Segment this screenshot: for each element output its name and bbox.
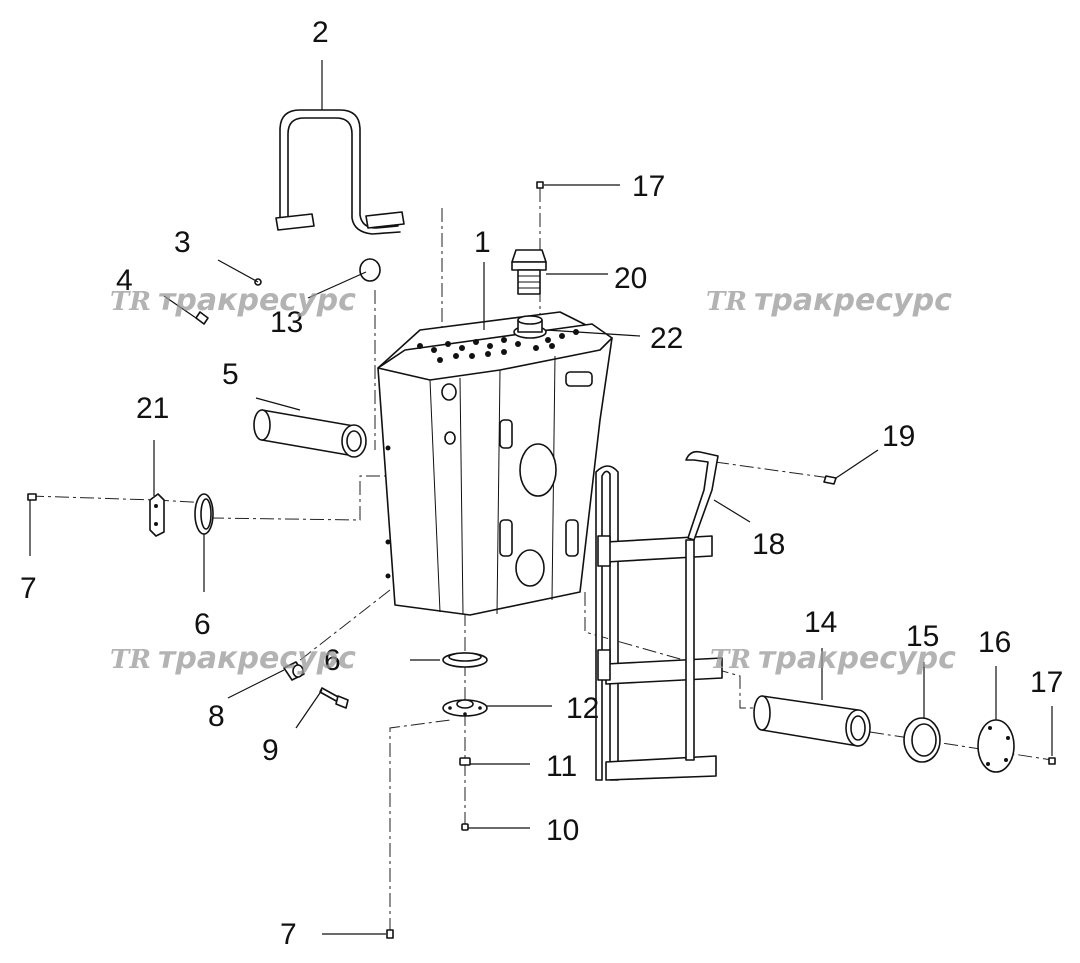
watermark-logo: TR <box>110 645 151 675</box>
watermark-text: тракресурс <box>158 641 356 676</box>
callout-1: 1 <box>474 226 491 259</box>
callout-7-left: 7 <box>20 572 37 605</box>
watermark-logo: TR <box>706 287 747 317</box>
part-8-bushing <box>283 661 305 681</box>
part-18-grab-handle <box>685 450 719 541</box>
part-16-cover-plate <box>977 719 1015 773</box>
callout-21: 21 <box>136 392 169 425</box>
part-19-bolt <box>823 475 837 485</box>
callout-18: 18 <box>752 528 785 561</box>
ladder-steps <box>595 465 723 781</box>
callout-17-top: 17 <box>632 170 665 203</box>
part-13-cap <box>359 258 381 282</box>
callout-20: 20 <box>614 262 647 295</box>
callout-12: 12 <box>566 692 599 725</box>
watermark-logo: TR <box>110 287 151 317</box>
part-21-flange <box>149 493 165 537</box>
callout-2: 2 <box>312 16 329 49</box>
part-5-filter-tube <box>253 409 367 458</box>
part-1-tank-body <box>377 311 613 616</box>
part-17-screw-top <box>536 181 544 189</box>
part-6-ring-left <box>194 493 214 535</box>
callout-10: 10 <box>546 814 579 847</box>
part-7-bolt-left <box>27 493 37 501</box>
callout-19: 19 <box>882 420 915 453</box>
part-2-handrail <box>275 109 405 235</box>
callout-6-left: 6 <box>194 608 211 641</box>
watermark-text: тракресурс <box>158 283 356 318</box>
callout-5: 5 <box>222 358 239 391</box>
callout-3: 3 <box>174 226 191 259</box>
part-11-plug <box>459 757 471 766</box>
callout-9: 9 <box>262 734 279 767</box>
callout-4: 4 <box>116 264 133 297</box>
callout-16: 16 <box>978 626 1011 659</box>
callout-leaders <box>29 60 1053 935</box>
tank-top-holes <box>417 329 579 363</box>
watermark-text: тракресурс <box>758 641 956 676</box>
part-9-bolt <box>319 687 349 709</box>
callout-11: 11 <box>546 750 577 783</box>
callout-17-right: 17 <box>1030 666 1063 699</box>
callout-labels: 1 2 3 4 5 6 6 7 7 8 9 10 11 12 13 14 15 … <box>20 16 1063 951</box>
part-4-bolt <box>195 311 209 325</box>
watermark-text: тракресурс <box>754 283 952 318</box>
callout-22: 22 <box>650 322 683 355</box>
watermark-bottom-right: TR тракресурс <box>710 641 956 676</box>
callout-8: 8 <box>208 700 225 733</box>
watermark-top-right: TR тракресурс <box>706 283 952 318</box>
watermark-top-left: TR тракресурс <box>110 283 356 318</box>
part-17-screw-right <box>1048 757 1056 765</box>
part-12-drain-flange <box>442 699 488 717</box>
callout-15: 15 <box>906 620 939 653</box>
watermark-bottom-left: TR тракресурс <box>110 641 356 676</box>
part-10-nut <box>461 823 469 831</box>
part-22-filler-neck <box>513 315 547 339</box>
part-7-bolt-bottom <box>386 929 394 939</box>
callout-7-bottom: 7 <box>280 918 297 951</box>
part-6-ring-bottom <box>442 652 488 668</box>
part-14-filter-tube <box>753 695 871 747</box>
callout-14: 14 <box>804 606 837 639</box>
part-15-ring <box>903 717 941 763</box>
callout-6-bottom: 6 <box>324 644 341 677</box>
watermark-logo: TR <box>710 645 751 675</box>
callout-13: 13 <box>270 306 303 339</box>
part-20-filler-cap <box>511 249 547 295</box>
